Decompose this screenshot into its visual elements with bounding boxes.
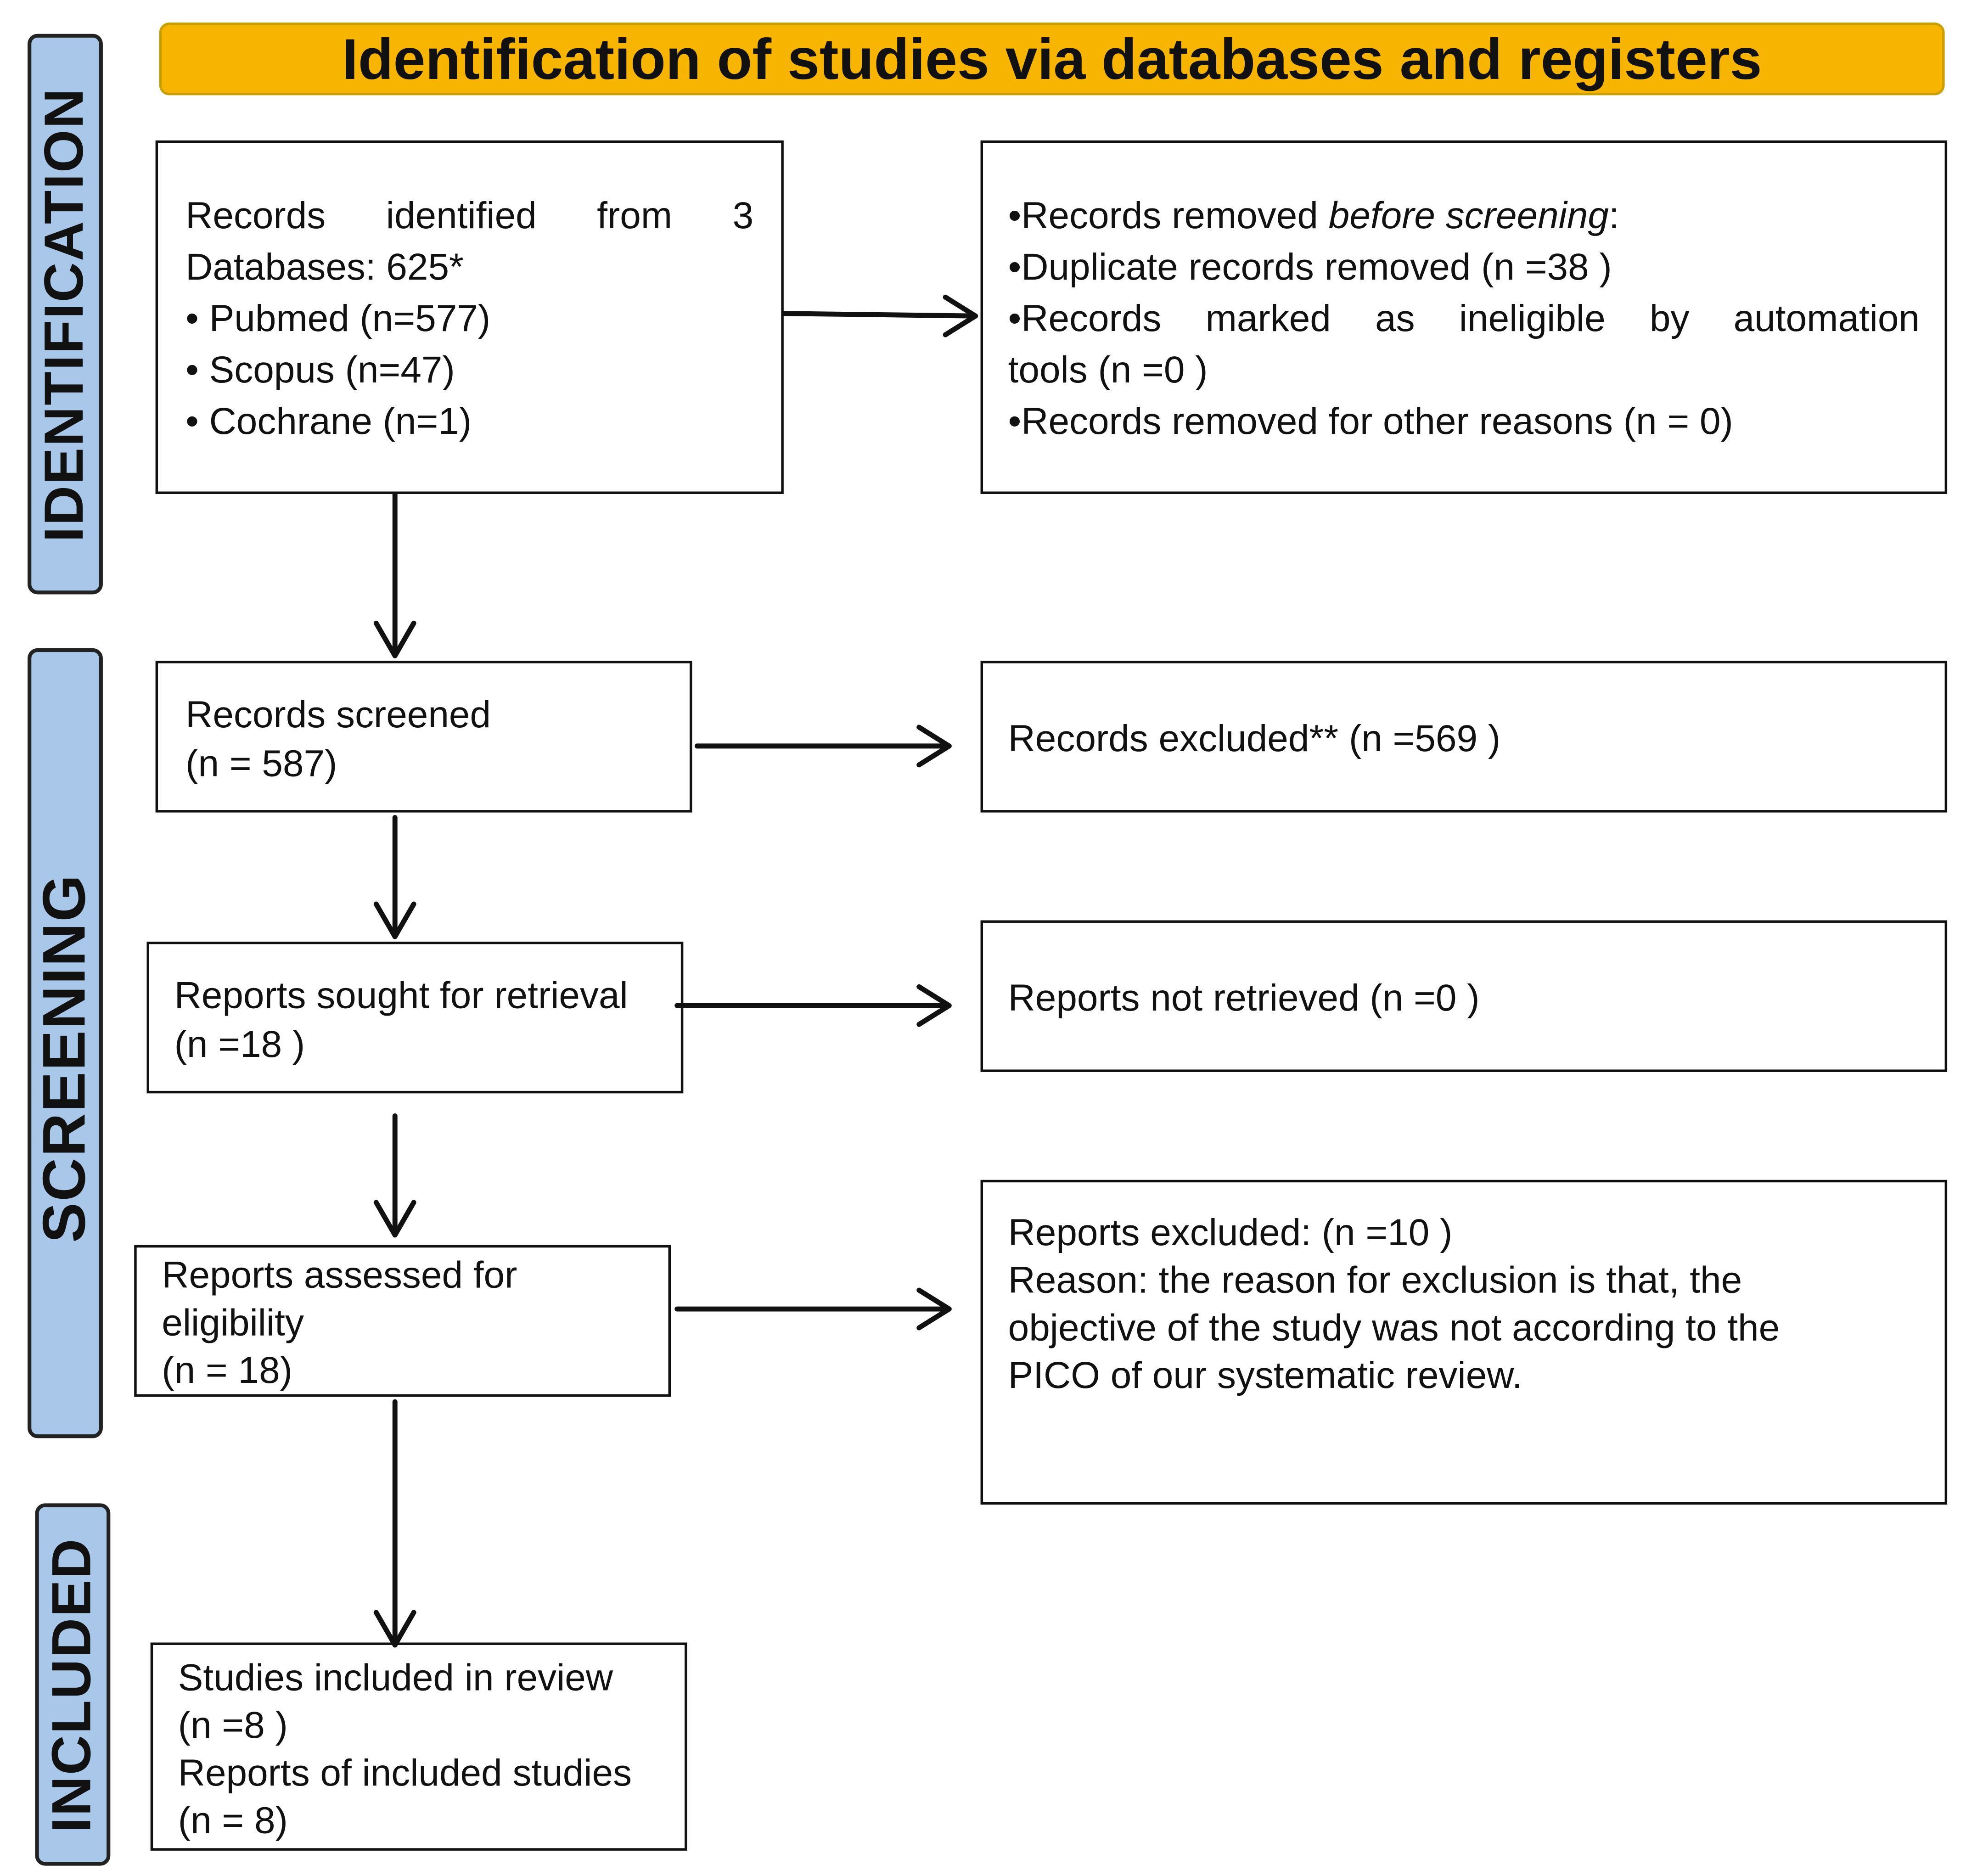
- phase-screening: SCREENING: [28, 648, 103, 1438]
- databases-count: Databases: 625*: [185, 247, 464, 289]
- reports-excluded-box: Reports excluded: (n =10 ) Reason: the r…: [980, 1180, 1948, 1505]
- text: Reports sought for retrieval: [174, 975, 628, 1017]
- phase-included: INCLUDED: [35, 1503, 111, 1866]
- word: from: [597, 196, 673, 237]
- arrow-identified-to-removed: [781, 311, 978, 319]
- text: (n = 587): [185, 743, 337, 785]
- text: :: [1609, 196, 1619, 237]
- text: Studies included in review: [178, 1657, 613, 1699]
- reports-assessed-box: Reports assessed for eligibility (n = 18…: [134, 1245, 671, 1397]
- arrowhead: [943, 294, 978, 337]
- scopus-count: • Scopus (n=47): [185, 349, 455, 392]
- word: 3: [732, 196, 754, 237]
- pubmed-count: • Pubmed (n=577): [185, 298, 491, 340]
- phase-identification-label: IDENTIFICATION: [34, 86, 95, 542]
- studies-included-box: Studies included in review (n =8 ) Repor…: [150, 1642, 687, 1851]
- records-identified-box: Records identified from 3 Databases: 625…: [155, 140, 784, 494]
- arrowhead: [373, 1610, 416, 1648]
- records-excluded-box: Records excluded** (n =569 ): [980, 661, 1948, 813]
- phase-included-label: INCLUDED: [41, 1537, 103, 1832]
- text: (n =18 ): [174, 1024, 305, 1066]
- arrowhead: [373, 1200, 416, 1238]
- cochrane-count: • Cochrane (n=1): [185, 401, 472, 443]
- text: PICO of our systematic review.: [1008, 1355, 1522, 1397]
- other-reasons-count: •Records removed for other reasons (n = …: [1008, 401, 1733, 443]
- text: (n = 18): [162, 1350, 292, 1392]
- records-screened-box: Records screened (n = 587): [155, 661, 692, 813]
- records-identified-line: Records identified from 3: [185, 191, 753, 242]
- removed-before-screening: •Records removed before screening:: [1008, 191, 1920, 242]
- phase-screening-label: SCREENING: [32, 874, 99, 1244]
- arrowhead: [916, 984, 952, 1027]
- arrowhead: [916, 1287, 952, 1331]
- duplicates-removed: •Duplicate records removed (n =38 ): [1008, 247, 1612, 289]
- text-italic: before screening: [1328, 196, 1609, 237]
- arrowhead: [916, 725, 952, 768]
- text: (n = 8): [178, 1800, 288, 1842]
- text: Reason: the reason for exclusion is that…: [1008, 1260, 1742, 1302]
- text: (n =8 ): [178, 1705, 288, 1747]
- text: objective of the study was not according…: [1008, 1308, 1780, 1349]
- reports-not-retrieved-box: Reports not retrieved (n =0 ): [980, 920, 1948, 1072]
- word: Records: [185, 196, 326, 237]
- text: eligibility: [162, 1303, 304, 1344]
- text: Reports of included studies: [178, 1752, 632, 1794]
- word: by: [1649, 298, 1690, 340]
- phase-identification: IDENTIFICATION: [28, 34, 103, 595]
- word: marked: [1205, 298, 1331, 340]
- text: •Records removed: [1008, 196, 1329, 237]
- text: Records screened: [185, 694, 491, 736]
- automation-tools-count: tools (n =0 ): [1008, 349, 1208, 392]
- records-removed-box: •Records removed before screening: •Dupl…: [980, 140, 1948, 494]
- diagram-title: Identification of studies via databases …: [159, 22, 1945, 95]
- word: ineligible: [1459, 298, 1606, 340]
- marked-ineligible-line: •Records marked as ineligible by automat…: [1008, 293, 1920, 345]
- text: Records excluded** (n =569 ): [1008, 718, 1501, 760]
- word: as: [1375, 298, 1415, 340]
- word: automation: [1733, 298, 1920, 340]
- reports-sought-box: Reports sought for retrieval (n =18 ): [146, 941, 684, 1094]
- text: Reports assessed for: [162, 1255, 517, 1297]
- arrowhead: [373, 901, 416, 939]
- word: •Records: [1008, 298, 1162, 340]
- arrowhead: [373, 620, 416, 658]
- text: Reports not retrieved (n =0 ): [1008, 978, 1480, 1020]
- word: identified: [386, 196, 537, 237]
- text: Reports excluded: (n =10 ): [1008, 1212, 1453, 1254]
